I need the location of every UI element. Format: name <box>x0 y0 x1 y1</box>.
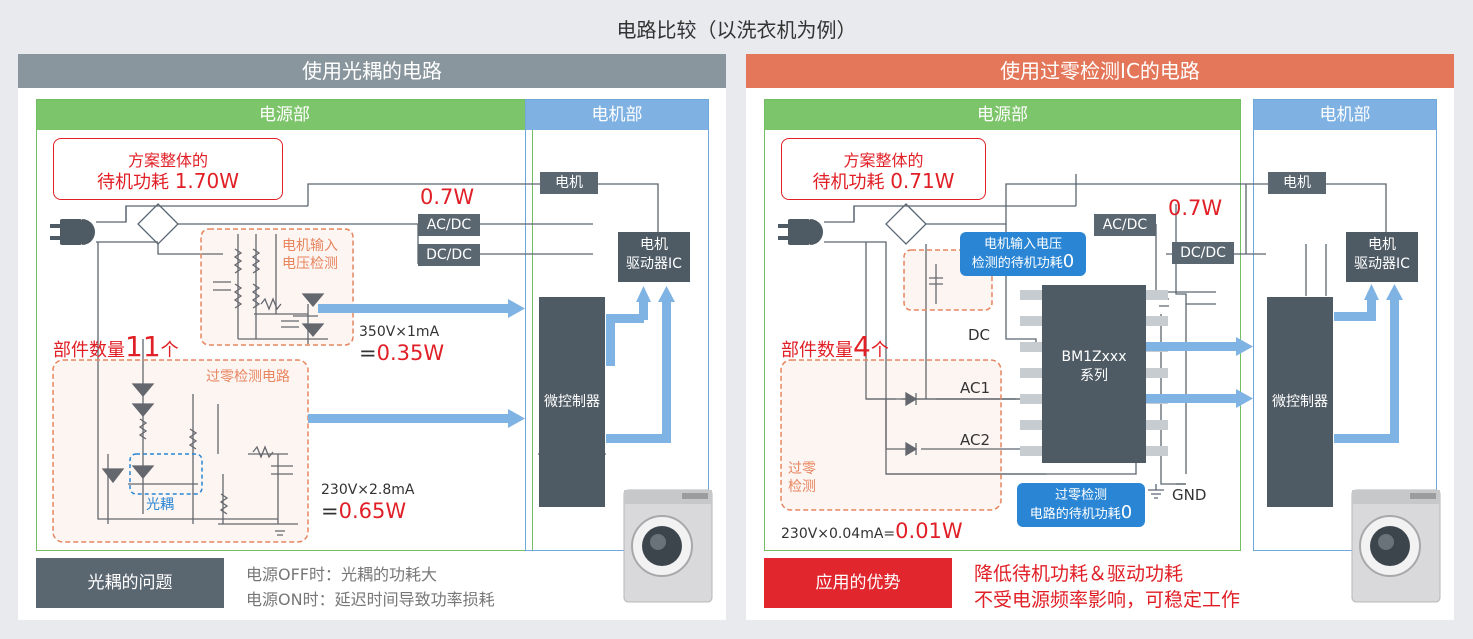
right-zero-detect-line1: 过零 <box>788 461 816 477</box>
left-motor-driver-ic: 电机 驱动器IC <box>618 232 690 282</box>
right-gnd-label: GND <box>1172 486 1207 504</box>
right-panel-header: 使用过零检测IC的电路 <box>746 54 1454 88</box>
right-washing-machine-icon <box>1351 489 1441 603</box>
left-washing-machine-icon <box>623 489 713 603</box>
left-motor-driver-line2: 驱动器IC <box>626 256 682 272</box>
right-ic-name: BM1Zxxx <box>1061 349 1127 365</box>
right-calc: 230V×0.04mA= <box>781 526 896 542</box>
left-zero-cross-label: 过零检测电路 <box>206 369 290 385</box>
right-zero-cross-ic: BM1Zxxx 系列 <box>1042 285 1146 463</box>
left-motor-driver-line1: 电机 <box>640 237 668 253</box>
right-parts-unit: 个 <box>870 340 889 361</box>
right-bubble-zero-cross: 过零检测 电路的待机功耗0 <box>1017 483 1145 527</box>
right-standby-label: 待机功耗 <box>812 172 885 193</box>
left-calc1: 350V×1mA <box>359 324 440 340</box>
left-standby-line1: 方案整体的 <box>127 151 208 170</box>
right-bubble1-line2: 检测的待机功耗0 <box>971 251 1075 272</box>
left-problem-line2: 电源ON时：延迟时间导致功率损耗 <box>246 590 495 609</box>
left-calc1-result-line: =0.35W <box>359 341 445 365</box>
left-circuit-drawing <box>50 183 675 543</box>
left-calc2-result-line: =0.65W <box>321 499 407 523</box>
right-motor-driver-ic: 电机 驱动器IC <box>1346 232 1418 282</box>
right-bubble2-line1: 过零检测 <box>1054 488 1107 503</box>
right-advantage-line2: 不受电源频率影响，可稳定工作 <box>974 589 1241 611</box>
right-motor-driver-line1: 电机 <box>1368 237 1396 253</box>
right-motor-block: 电机 <box>1268 172 1326 194</box>
left-standby-box: 方案整体的 待机功耗 1.70W <box>53 138 283 200</box>
left-motor-block: 电机 <box>540 172 598 194</box>
left-value-07: 0.7W <box>420 185 475 209</box>
right-mcu-block: 微控制器 <box>1267 297 1333 507</box>
left-parts-unit: 个 <box>160 340 179 361</box>
right-parts-number: 4 <box>853 330 871 363</box>
right-zero-detect-line2: 检测 <box>788 479 816 495</box>
left-calc2-result: 0.65W <box>338 499 407 523</box>
right-motor-section: 电机部 <box>1253 99 1437 551</box>
right-parts-count: 部件数量4个 <box>781 330 889 363</box>
left-panel-header: 使用光耦的电路 <box>18 54 726 88</box>
left-standby-label: 待机功耗 <box>96 172 169 193</box>
right-acdc-block: AC/DC <box>1094 214 1156 236</box>
right-pin-ac2: AC2 <box>960 431 991 449</box>
right-standby-value: 0.71W <box>890 169 955 193</box>
right-bubble2-zero: 0 <box>1120 502 1133 523</box>
left-power-section: 电源部 <box>36 99 533 551</box>
right-standby-line1: 方案整体的 <box>843 151 924 170</box>
right-calc-result: 0.01W <box>895 519 963 543</box>
main-title: 电路比较（以洗衣机为例） <box>616 18 857 42</box>
right-dcdc-block: DC/DC <box>1172 242 1234 264</box>
left-power-section-header: 电源部 <box>37 100 532 130</box>
left-optocoupler-label: 光耦 <box>146 497 174 513</box>
right-bubble-voltage-detect: 电机输入电压 检测的待机功耗0 <box>960 232 1086 276</box>
right-pin-ac1: AC1 <box>960 379 991 397</box>
left-problem-line1: 电源OFF时：光耦的功耗大 <box>246 565 438 584</box>
left-motor-section-header: 电机部 <box>526 100 708 130</box>
right-calc-line: 230V×0.04mA=0.01W <box>781 519 963 543</box>
right-advantage-label: 应用的优势 <box>764 558 952 608</box>
left-parts-label: 部件数量 <box>53 340 125 361</box>
right-parts-label: 部件数量 <box>781 340 853 361</box>
left-problem-label: 光耦的问题 <box>36 558 224 608</box>
right-motor-driver-line2: 驱动器IC <box>1354 256 1410 272</box>
left-voltage-detect-line2: 电压检测 <box>282 256 338 272</box>
left-parts-number: 11 <box>125 330 161 363</box>
right-bubble2-line2: 电路的待机功耗0 <box>1029 502 1133 523</box>
right-standby-line2: 待机功耗 0.71W <box>782 168 985 194</box>
right-value-07: 0.7W <box>1168 196 1223 220</box>
right-standby-box: 方案整体的 待机功耗 0.71W <box>781 138 986 200</box>
left-calc2: 230V×2.8mA <box>321 482 415 498</box>
left-parts-count: 部件数量11个 <box>53 330 179 363</box>
right-power-section: 电源部 <box>764 99 1241 551</box>
left-calc1-result: 0.35W <box>376 341 445 365</box>
left-voltage-detect-line1: 电机输入 <box>282 238 338 254</box>
left-mcu-block: 微控制器 <box>539 297 605 507</box>
right-panel: 使用过零检测IC的电路 电源部 电机部 <box>746 54 1454 620</box>
right-power-section-header: 电源部 <box>765 100 1240 130</box>
right-bubble1-zero: 0 <box>1062 251 1075 272</box>
right-motor-section-header: 电机部 <box>1254 100 1436 130</box>
right-pin-dc: DC <box>968 326 991 344</box>
left-voltage-detect-label: 电机输入 电压检测 <box>282 237 338 273</box>
right-advantage-line1: 降低待机功耗＆驱动功耗 <box>974 563 1184 585</box>
left-motor-section: 电机部 <box>525 99 709 551</box>
left-dcdc-block: DC/DC <box>418 244 480 266</box>
left-panel: 使用光耦的电路 电源部 电机部 <box>18 54 726 620</box>
right-bubble1-line1: 电机输入电压 <box>983 237 1062 252</box>
left-standby-value: 1.70W <box>174 169 240 193</box>
left-acdc-block: AC/DC <box>418 214 480 236</box>
right-zero-detect-label: 过零 检测 <box>788 460 816 496</box>
right-ic-series: 系列 <box>1080 368 1108 384</box>
left-standby-line2: 待机功耗 1.70W <box>54 168 282 194</box>
